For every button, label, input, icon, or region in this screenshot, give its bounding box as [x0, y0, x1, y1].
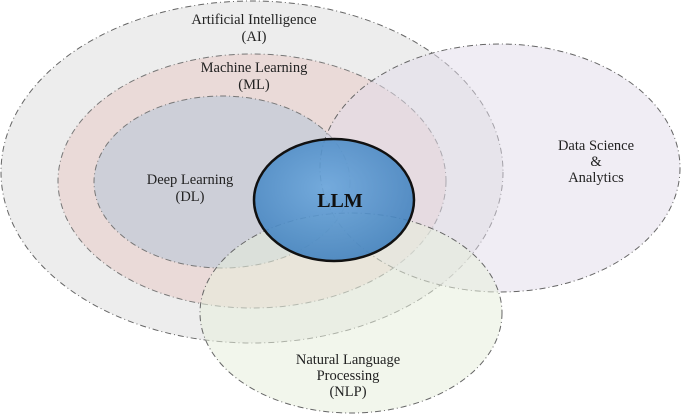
- nlp-label-line1: Natural Language: [296, 352, 400, 368]
- ai-label-line1: Artificial Intelligence: [191, 12, 316, 28]
- nlp-label-line2: Processing: [317, 368, 380, 384]
- ds-label-line1: Data Science: [558, 138, 634, 154]
- ds-label-line3: Analytics: [568, 170, 624, 186]
- dl-label-line2: (DL): [176, 189, 205, 205]
- dl-label-line1: Deep Learning: [147, 172, 234, 188]
- ds-label-line2: &: [590, 154, 602, 170]
- nlp-circle: [199, 212, 503, 414]
- llm-label: LLM: [317, 190, 363, 212]
- llm-circle: [252, 137, 416, 263]
- ai-label-line2: (AI): [242, 29, 267, 45]
- nlp-label-line3: (NLP): [329, 384, 366, 400]
- ml-label-line2: (ML): [238, 77, 270, 93]
- ml-label-line1: Machine Learning: [201, 60, 308, 76]
